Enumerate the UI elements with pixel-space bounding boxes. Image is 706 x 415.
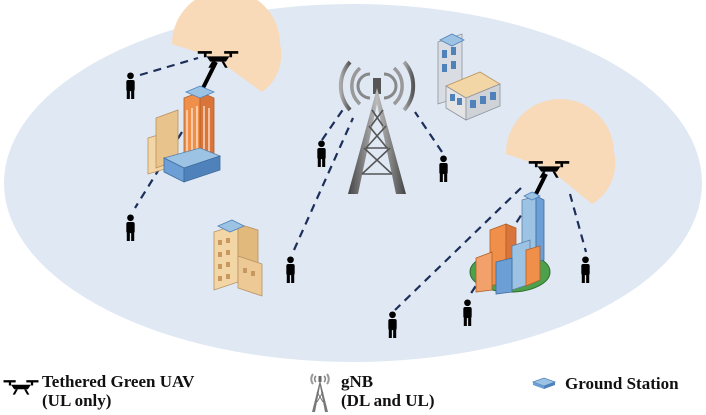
building-cluster-left xyxy=(147,85,222,183)
uav-coverage-sector-left xyxy=(172,0,282,92)
legend-ground-station: Ground Station xyxy=(531,374,679,393)
legend-uav-note: (UL only) xyxy=(42,391,112,410)
building-cluster-right xyxy=(469,191,551,295)
legend-gnb: gNB (DL and UL) xyxy=(307,372,435,412)
legend-gnb-label: gNB xyxy=(341,372,374,391)
legend-ground-station-label: Ground Station xyxy=(565,374,679,393)
legend-gnb-note: (DL and UL) xyxy=(341,391,435,410)
uav-coverage-sector-right xyxy=(505,99,616,204)
legend-uav-label: Tethered Green UAV xyxy=(42,372,195,391)
cell-tower-icon xyxy=(310,373,330,412)
building-office xyxy=(437,33,501,121)
legend-uav: Tethered Green UAV (UL only) xyxy=(2,372,194,410)
ground-station-icon xyxy=(531,377,557,389)
building-apartment xyxy=(213,219,263,297)
gnb-tower xyxy=(338,60,416,194)
drone-icon xyxy=(3,380,39,395)
